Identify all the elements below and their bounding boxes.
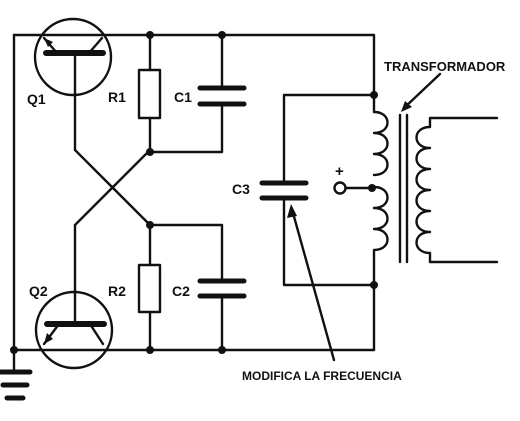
annotation-label: MODIFICA LA FRECUENCIA: [242, 369, 402, 383]
transformer-label: TRANSFORMADOR: [384, 59, 506, 74]
q1-transistor: [33, 17, 113, 152]
transformer-secondary-coil: [415, 116, 499, 264]
q2-label: Q2: [29, 283, 48, 299]
r1-resistor: [137, 68, 162, 120]
r2-label: R2: [108, 283, 126, 299]
c2-wire: [148, 223, 224, 352]
top-rail-wire: [12, 33, 376, 97]
cross-wire-b: [73, 148, 152, 227]
c2-label: C2: [172, 283, 190, 299]
c1-wire: [148, 33, 224, 154]
q1-label: Q1: [27, 91, 46, 107]
c3-label: C3: [232, 181, 250, 197]
positive-terminal: [333, 181, 347, 195]
bottom-rail-wire: [12, 283, 376, 352]
r1-label: R1: [108, 89, 126, 105]
q2-transistor: [34, 223, 114, 370]
transformer-primary-coil: [372, 93, 389, 287]
plus-sign: +: [335, 163, 344, 180]
ground-symbol: [0, 348, 33, 401]
transformer-arrow: [401, 72, 442, 112]
frequency-arrow: [287, 204, 336, 362]
junction-dots: [10, 31, 378, 354]
r2-resistor: [137, 263, 162, 314]
c1-label: C1: [174, 89, 192, 105]
c3-wire: [282, 93, 376, 287]
